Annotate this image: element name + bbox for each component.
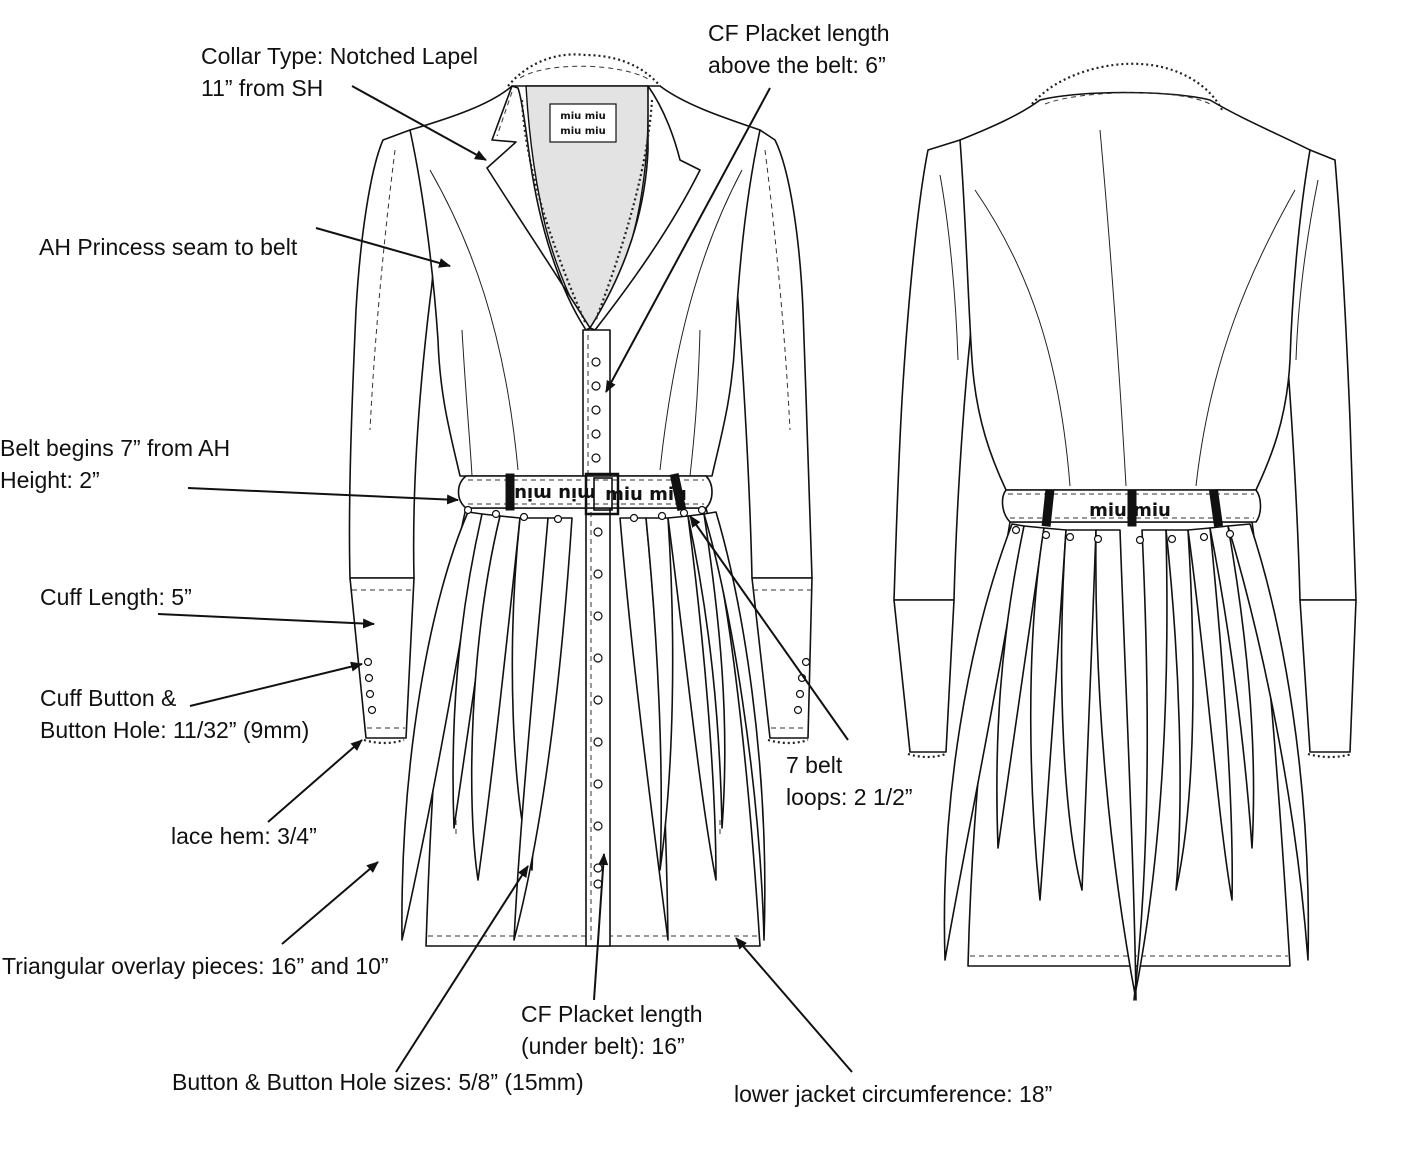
callout-arrows (157, 85, 853, 1073)
front-left-cuff (349, 577, 415, 739)
label-cuff-length: Cuff Length: 5” (40, 584, 192, 610)
right-lapel (589, 85, 701, 331)
label-ah-princess: AH Princess seam to belt (39, 234, 298, 260)
belt-logo: miu miu (605, 484, 687, 505)
back-triangular-overlays (943, 523, 1310, 1001)
arrow-cf-placket-under (593, 853, 609, 1001)
front-right-cuff-buttons (793, 657, 811, 715)
label-triangular: Triangular overlay pieces: 16” and 10” (2, 953, 389, 979)
label-cuff-button: Cuff Button & Button Hole: 11/32” (9mm) (40, 685, 310, 743)
belt-eyelets (463, 505, 707, 524)
front-right-cuff-lace (767, 738, 809, 745)
brand-label-text-1: miu miu (560, 111, 605, 122)
arrow-cuff-button (189, 661, 363, 707)
collar-lace (507, 53, 661, 87)
front-view: miu miu miu miu (348, 53, 813, 947)
label-cf-placket-above: CF Placket length above the belt: 6” (708, 20, 890, 78)
back-view: miu miu (893, 62, 1357, 1001)
front-left-cuff-lace (363, 738, 405, 745)
label-lower-circ: lower jacket circumference: 18” (734, 1081, 1053, 1107)
brand-label-text-2: miu miu (560, 126, 605, 137)
front-left-cuff-buttons (363, 657, 377, 715)
belt-logo-flipped: miu miu (514, 483, 596, 504)
label-belt: Belt begins 7” from AH Height: 2” (0, 435, 231, 493)
arrow-lace-hem (267, 739, 363, 823)
brand-label (549, 103, 617, 143)
label-collar: Collar Type: Notched Lapel 11” from SH (201, 43, 479, 101)
label-belt-loops: 7 belt loops: 2 1/2” (786, 752, 913, 810)
back-collar-lace (1031, 62, 1223, 111)
arrow-triangular (281, 861, 379, 945)
cf-buttons-upper (591, 357, 601, 463)
front-right-cuff (751, 577, 813, 739)
front-left-sleeve (348, 129, 435, 579)
back-right-cuff (1299, 599, 1357, 753)
back-left-sleeve (893, 139, 974, 601)
arrow-cf-placket-above (605, 87, 771, 393)
arrow-belt (187, 487, 459, 505)
label-lace-hem: lace hem: 3/4” (171, 823, 317, 849)
back-bodice (959, 91, 1311, 491)
back-belt-eyelets (1011, 525, 1235, 545)
arrow-cuff-length (157, 613, 375, 629)
back-belt-logo: miu miu (1089, 500, 1171, 521)
back-left-cuff (893, 599, 955, 753)
arrow-collar (351, 85, 487, 161)
belt-buckle (584, 472, 620, 516)
arrow-lower-circ (735, 937, 853, 1073)
arrow-button-sizes (395, 865, 529, 1073)
front-triangular-overlays (401, 511, 766, 941)
arrow-ah-princess (315, 227, 451, 268)
arrow-belt-loops (689, 515, 849, 741)
cf-buttons-lower (593, 527, 603, 889)
label-cf-placket-under: CF Placket length (under belt): 16” (521, 1001, 703, 1059)
label-button-sizes: Button & Button Hole sizes: 5/8” (15mm) (172, 1069, 584, 1095)
belt-loop (505, 473, 515, 511)
